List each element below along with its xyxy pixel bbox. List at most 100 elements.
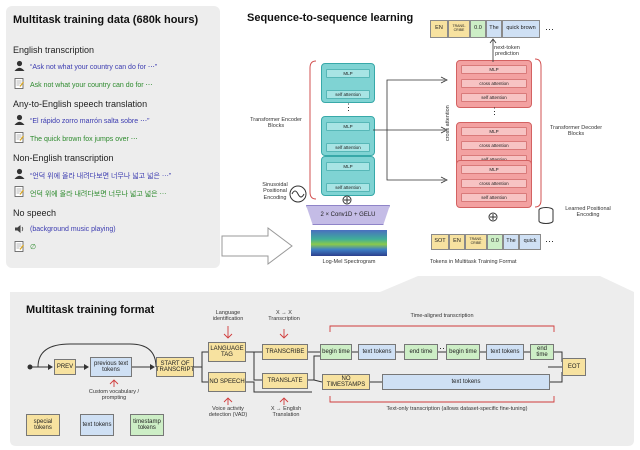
- encoder-block-top: MLP self attention: [321, 63, 375, 103]
- document-icon: [14, 186, 24, 197]
- encoder-bracket: [309, 60, 317, 200]
- section-heading-english: English transcription: [13, 45, 95, 55]
- text-tokens-only: text tokens: [382, 374, 550, 390]
- tokens-caption: Tokens in Multitask Training Format: [430, 259, 517, 265]
- encoder-self-attention: self attention: [326, 143, 370, 152]
- decoder-self-attention: self attention: [461, 93, 527, 102]
- sine-wave-icon: [289, 185, 307, 203]
- sound-speaker-icon: [15, 225, 24, 233]
- decoder-mlp: MLP: [461, 65, 527, 74]
- bottom-token-time: 0.0: [487, 234, 503, 250]
- text-tokens-2: text tokens: [486, 344, 524, 360]
- prev-token: PREV: [54, 359, 76, 375]
- speaker-icon: [14, 168, 25, 179]
- top-token-time: 0.0: [470, 20, 486, 38]
- begin-time-1: begin time: [320, 344, 352, 360]
- begin-time-2: begin time: [446, 344, 480, 360]
- text-tokens-1: text tokens: [358, 344, 396, 360]
- decoder-self-attention: self attention: [461, 193, 527, 202]
- section-heading-non-english: Non-English transcription: [13, 153, 114, 163]
- bottom-token-ellipsis: ⋯: [545, 236, 554, 246]
- audio-no-speech: (background music playing): [30, 226, 116, 233]
- document-icon: [14, 78, 24, 89]
- s2s-title: Sequence-to-sequence learning: [247, 12, 414, 24]
- translate-token: TRANSLATE: [262, 373, 308, 389]
- top-token-the: The: [486, 20, 502, 38]
- transcript-output-english: Ask not what your country can do for ⋯: [30, 82, 153, 89]
- transcript-output-translation: The quick brown fox jumps over ⋯: [30, 136, 138, 143]
- end-time-1: end time: [404, 344, 438, 360]
- encoder-self-attention: self attention: [326, 90, 370, 99]
- encoder-mlp: MLP: [326, 162, 370, 171]
- legend-special-tokens: special tokens: [26, 414, 60, 436]
- bottom-token-en: EN: [449, 234, 465, 250]
- speaker-icon: [14, 60, 25, 71]
- section-heading-no-speech: No speech: [13, 208, 57, 218]
- transcript-output-korean: 언덕 위에 올라 내려다보면 너무나 넓고 넓은 ⋯: [30, 191, 167, 198]
- end-time-2: end time: [530, 344, 554, 360]
- segment-ellipsis: ⋯: [439, 343, 448, 353]
- database-icon: [538, 207, 554, 225]
- format-title: Multitask training format: [26, 304, 155, 316]
- decoder-cross-attention: cross attention: [461, 79, 527, 88]
- eot-token: EOT: [562, 358, 586, 376]
- legend-timestamp-tokens: timestamp tokens: [130, 414, 164, 436]
- decoder-dots: ⋮: [490, 106, 499, 116]
- training-data-title: Multitask training data (680k hours): [13, 14, 199, 26]
- vad-label: Voice activity detection (VAD): [208, 406, 248, 419]
- decoder-cross-attention: cross attention: [461, 141, 527, 150]
- next-token-label: next-token prediction: [494, 45, 520, 58]
- audio-quote-spanish: “El rápido zorro marrón salta sobre ⋯”: [30, 118, 150, 125]
- no-timestamps: NO TIMESTAMPS: [322, 374, 370, 390]
- top-token-transcribe: TRANS-CRIBE: [448, 20, 470, 38]
- no-speech: NO SPEECH: [208, 372, 246, 392]
- bottom-token-quick: quick: [519, 234, 541, 250]
- bottom-token-sot: SOT: [431, 234, 449, 250]
- transcribe-token: TRANSCRIBE: [262, 344, 308, 360]
- decoder-label: Transformer Decoder Blocks: [549, 125, 603, 138]
- language-tag: LANGUAGE TAG: [208, 342, 246, 362]
- decoder-block-bottom: MLP cross attention self attention: [456, 160, 532, 208]
- decoder-cross-attention: cross attention: [461, 179, 527, 188]
- encoder-mlp: MLP: [326, 69, 370, 78]
- encoder-block-mid: MLP self attention: [321, 116, 375, 156]
- spectrogram-caption: Log-Mel Spectrogram: [322, 259, 376, 265]
- section-heading-translation: Any-to-English speech translation: [13, 99, 148, 109]
- decoder-mlp: MLP: [461, 127, 527, 136]
- encoder-mlp: MLP: [326, 122, 370, 131]
- encoder-self-attention: self attention: [326, 183, 370, 192]
- language-id-label: Language identification: [212, 310, 244, 323]
- log-mel-spectrogram: [311, 230, 387, 256]
- document-icon: [14, 132, 24, 143]
- time-aligned-label: Time-aligned transcription: [410, 313, 474, 319]
- transcript-output-empty: ∅: [30, 244, 37, 251]
- cross-attention-arrows: [373, 76, 448, 184]
- sinusoidal-label: Sinusoidal Positional Encoding: [262, 182, 288, 201]
- decoder-bracket: [534, 58, 542, 208]
- document-icon: [14, 241, 24, 252]
- start-of-transcript: START OF TRANSCRIPT: [156, 357, 194, 377]
- top-token-quick-brown: quick brown: [502, 20, 540, 38]
- decoder-mlp: MLP: [461, 165, 527, 174]
- text-only-label: Text-only transcription (allows dataset-…: [386, 406, 528, 412]
- bottom-token-the: The: [503, 234, 519, 250]
- x-to-x-label: X → X Transcription: [268, 310, 300, 323]
- top-token-ellipsis: ⋯: [545, 24, 554, 34]
- encoder-label: Transformer Encoder Blocks: [250, 117, 302, 130]
- training-data-panel: [6, 6, 220, 268]
- encoder-block-bottom: MLP self attention: [321, 156, 375, 196]
- speaker-icon: [14, 114, 25, 125]
- legend-text-tokens: text tokens: [80, 414, 114, 436]
- decoder-block-top: MLP cross attention self attention: [456, 60, 532, 108]
- encoder-dots: ⋮: [344, 102, 353, 112]
- custom-vocab-label: Custom vocabulary / prompting: [88, 389, 140, 402]
- audio-quote-korean: “언덕 위에 올라 내려다보면 너무나 넓고 넓은 ⋯”: [30, 173, 172, 180]
- audio-quote-english: “Ask not what your country can do for ⋯”: [30, 64, 158, 71]
- decoder-add-icon: [488, 212, 498, 222]
- x-to-english-label: X → English Translation: [270, 406, 302, 419]
- decoder-output-arrow: [489, 38, 497, 62]
- bottom-token-transcribe: TRANS-CRIBE: [465, 234, 487, 250]
- previous-text-tokens: previous text tokens: [90, 357, 132, 377]
- learned-positional-label: Learned Positional Encoding: [565, 206, 611, 219]
